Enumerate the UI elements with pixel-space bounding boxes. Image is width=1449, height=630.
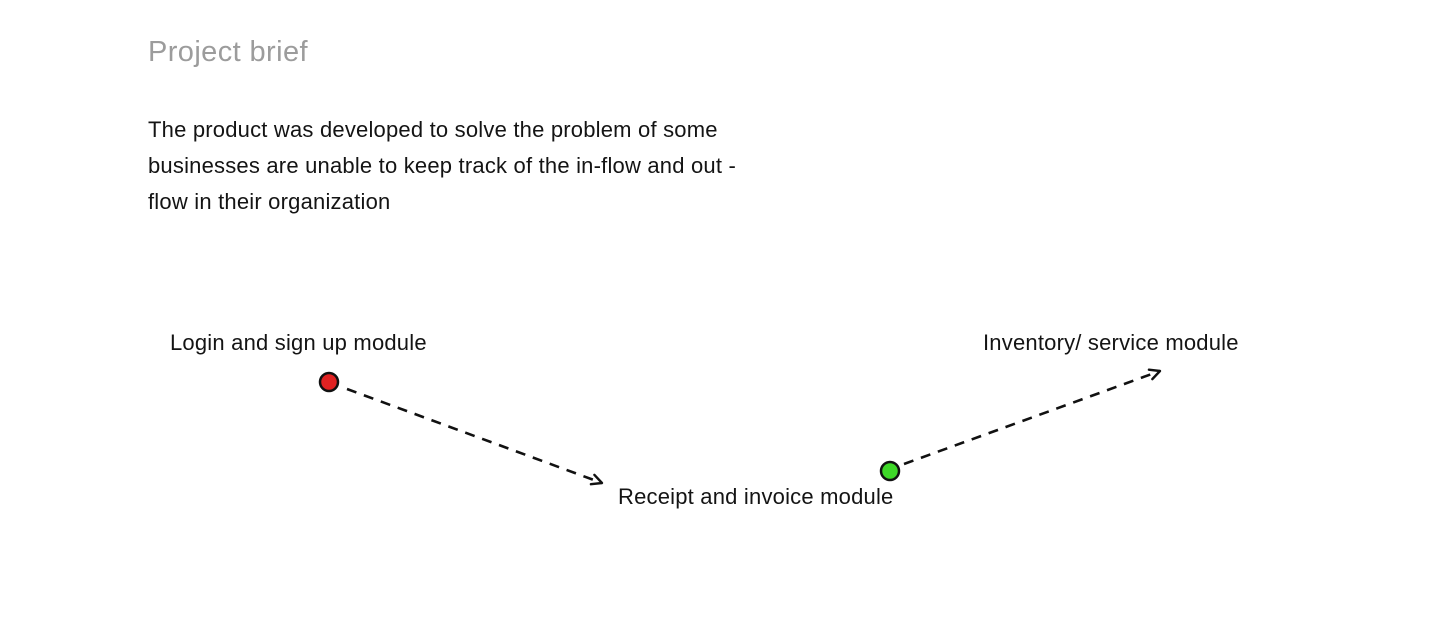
brief-line: businesses are unable to keep track of t… xyxy=(148,153,737,178)
receipt-node-dot xyxy=(879,460,901,482)
label-login-module: Login and sign up module xyxy=(170,330,427,355)
label-inventory-module: Inventory/ service module xyxy=(983,330,1239,355)
arrow-receipt-to-inventory xyxy=(903,368,1162,466)
brief-line: The product was developed to solve the p… xyxy=(148,117,718,142)
brief-line: flow in their organization xyxy=(148,189,391,214)
project-brief-paragraph: The product was developed to solve the p… xyxy=(148,112,736,220)
page-title: Project brief xyxy=(148,36,308,68)
label-receipt-module: Receipt and invoice module xyxy=(618,484,894,509)
login-node-dot xyxy=(318,371,340,393)
arrow-login-to-receipt xyxy=(346,387,604,486)
